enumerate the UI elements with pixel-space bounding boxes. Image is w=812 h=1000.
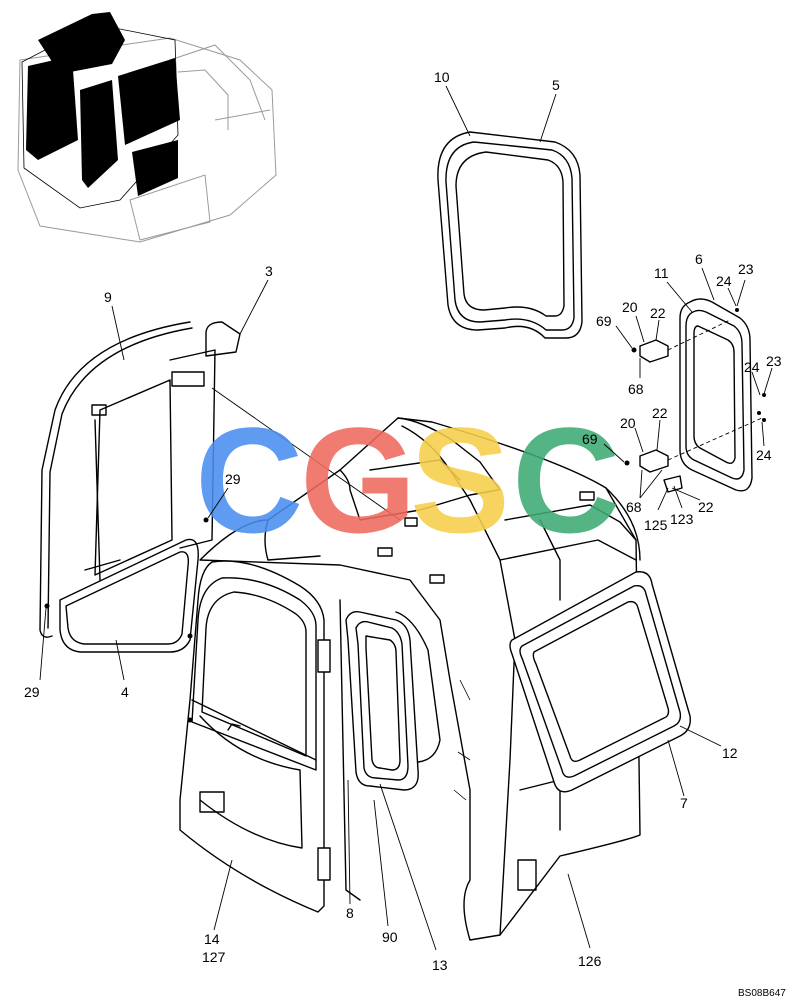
door-frame-assembly [39,321,241,653]
callout-8: 8 [346,905,354,921]
callout-9: 9 [104,289,112,305]
small-side-window-assembly [679,298,753,492]
callout-68: 68 [626,499,642,515]
callout-14: 14 [204,931,220,947]
drawing-code: BS08B647 [738,988,786,999]
cab-lower-highlight [132,140,178,196]
cab-side-highlight [80,80,118,188]
callout-3: 3 [265,263,273,279]
callout-20: 20 [620,415,636,431]
callout-69: 69 [582,431,598,447]
callout-22: 22 [652,405,668,421]
cab-roof-highlight [38,12,125,74]
callout-69: 69 [596,313,612,329]
rear-window-assembly [437,131,583,339]
callout-5: 5 [552,77,560,93]
watermark-letter: C [195,396,303,564]
callout-23: 23 [766,353,782,369]
watermark: C G S C [195,396,620,564]
cab-locator-thumbnail [17,12,277,243]
callout-125: 125 [644,517,668,533]
callout-29: 29 [24,684,40,700]
watermark-letter: C [512,396,620,564]
callout-123: 123 [670,511,694,527]
callout-13: 13 [432,957,448,973]
callout-12: 12 [722,745,738,761]
callout-24: 24 [744,359,760,375]
callout-68: 68 [628,381,644,397]
callout-90: 90 [382,929,398,945]
callout-7: 7 [680,795,688,811]
callout-126: 126 [578,953,602,969]
callout-10: 10 [434,69,450,85]
callout-11: 11 [654,265,669,281]
watermark-letter: S [410,396,510,564]
cab-door-highlight [26,56,78,160]
side-glass-assembly [509,571,691,793]
pillar-seal-assembly [339,599,441,901]
callout-6: 6 [695,251,703,267]
leader-lines [39,85,773,951]
watermark-letter: G [300,396,417,564]
callout-22: 22 [650,305,666,321]
callout-24: 24 [756,447,772,463]
callout-20: 20 [622,299,638,315]
cab-rear-highlight [118,58,180,145]
callout-29: 29 [225,471,241,487]
callout-23: 23 [738,261,754,277]
callout-127: 127 [202,949,226,965]
callout-22: 22 [698,499,714,515]
window-hardware [624,308,766,493]
callout-4: 4 [121,684,129,700]
callout-24: 24 [716,273,732,289]
callout-labels: 10 5 6 11 23 24 20 22 69 68 24 23 24 20 … [24,69,782,973]
cab-door [179,560,331,913]
